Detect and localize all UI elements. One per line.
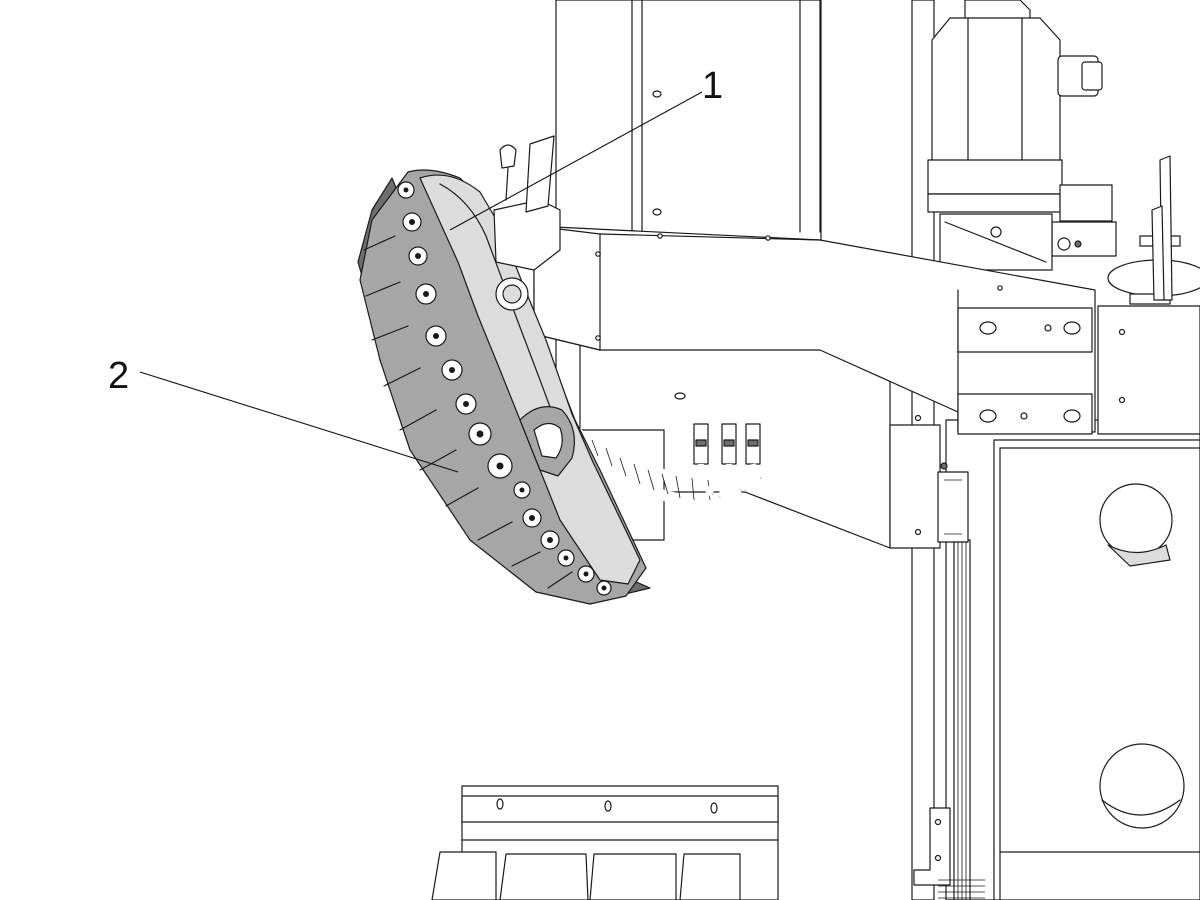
- tool-changer-arm: [533, 225, 1096, 435]
- hose-bundle: [556, 415, 762, 506]
- spindle-motor: [927, 0, 1117, 271]
- tool-carousel: [357, 135, 651, 605]
- callout-1-label: 1: [702, 65, 723, 107]
- callout-2-leader: [139, 371, 459, 473]
- callout-2-label: 2: [108, 355, 129, 397]
- machine-table: [431, 785, 779, 900]
- tool-pockets: [397, 181, 612, 596]
- machine-frame: [911, 0, 1200, 900]
- callout-2: 2: [108, 355, 459, 473]
- callout-1-leader: [449, 91, 703, 231]
- callout-1: 1: [449, 65, 723, 231]
